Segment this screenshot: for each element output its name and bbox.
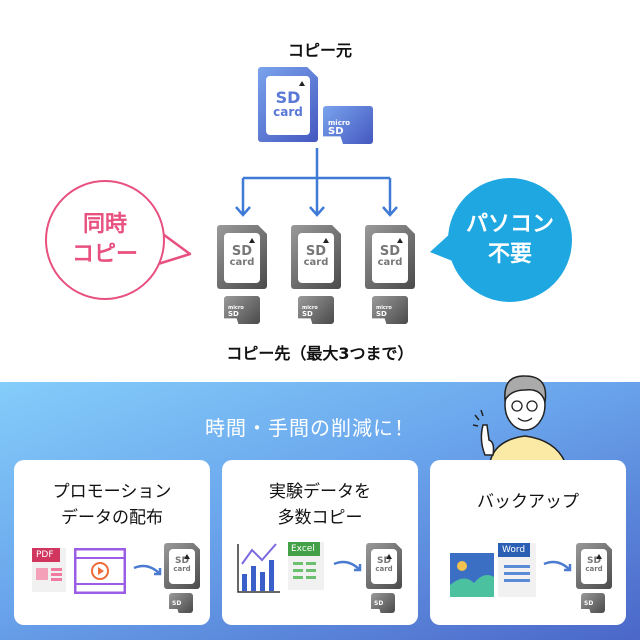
image-file-icon: [450, 553, 494, 597]
microsd-card-icon: SD: [581, 593, 605, 613]
card-title-line1: 実験データを: [269, 482, 371, 502]
card-text: card: [273, 105, 303, 119]
excel-badge: Excel: [288, 542, 320, 556]
micro-text: micro: [376, 305, 392, 311]
card-text: card: [303, 256, 329, 268]
arrow-right-icon: [133, 564, 162, 576]
benefit-heading: 時間・手間の削減に！: [205, 416, 415, 440]
sd-text: SD: [376, 310, 387, 318]
card-text: card: [375, 564, 393, 573]
bubble-left-line1: 同時: [82, 212, 127, 238]
sd-text: SD: [587, 555, 601, 566]
source-label: コピー元: [287, 41, 352, 60]
video-file-icon: [74, 548, 126, 594]
word-badge: Word: [498, 543, 530, 557]
word-document-icon: Word: [498, 543, 536, 597]
micro-text: micro: [302, 305, 318, 311]
card-title-line2: 多数コピー: [277, 507, 363, 528]
card-title-line1: バックアップ: [477, 492, 579, 512]
simultaneous-copy-bubble: 同時コピー: [45, 180, 165, 300]
pdf-badge: PDF: [32, 548, 60, 562]
destination-label: コピー先（最大3つまで）: [226, 344, 414, 363]
card-title-line1: プロモーション: [52, 482, 172, 502]
sd-text: SD: [305, 243, 327, 259]
sd-text: SD: [172, 600, 182, 607]
sd-text: SD: [231, 243, 253, 259]
micro-text: micro: [228, 305, 244, 311]
sd-text: SD: [302, 310, 313, 318]
arrow-right-icon: [543, 560, 572, 572]
pdf-document-icon: PDF: [32, 548, 66, 592]
microsd-card-icon: SD: [169, 593, 193, 613]
no-pc-required-bubble: パソコン不要: [448, 178, 572, 302]
bubble-right-line2: 不要: [487, 242, 532, 267]
micro-text: micro: [328, 119, 351, 127]
sd-text: SD: [377, 555, 391, 566]
card-text: card: [229, 256, 255, 268]
distribution-arrows: [235, 148, 398, 217]
chart-icon: [237, 543, 280, 593]
bubble-right-line1: パソコン: [465, 212, 554, 238]
card-text: card: [377, 256, 403, 268]
sd-text: SD: [328, 126, 344, 137]
person-illustration-icon: [472, 375, 566, 462]
microsd-card-icon: SD: [371, 593, 395, 613]
sd-text: SD: [175, 555, 189, 566]
bubble-left-line2: コピー: [71, 242, 138, 267]
sd-text: SD: [275, 88, 301, 107]
sd-text: SD: [374, 600, 384, 607]
sd-text: SD: [584, 600, 594, 607]
arrow-right-icon: [333, 560, 362, 572]
sd-text: SD: [379, 243, 401, 259]
excel-document-icon: Excel: [288, 542, 324, 590]
card-text: card: [585, 564, 603, 573]
card-text: card: [173, 564, 191, 573]
card-title-line2: データの配布: [61, 507, 163, 528]
sd-text: SD: [228, 310, 239, 318]
